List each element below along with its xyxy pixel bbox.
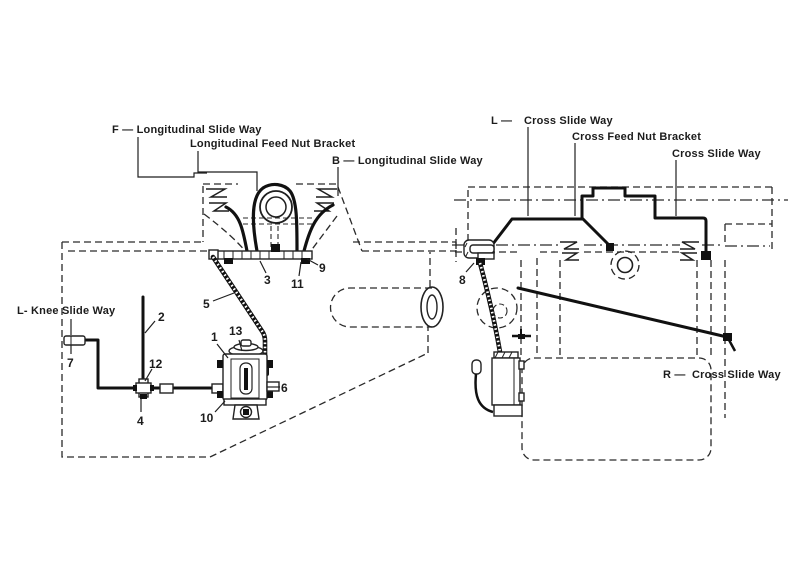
pump-foot-side [493,404,523,417]
oil-pump-side [471,351,525,417]
oil-pump-front [217,339,280,420]
oil-manifold [208,244,313,264]
label-r-cross-slide-way: Cross Slide Way [692,369,781,381]
pump-body-side [491,357,521,406]
manifold-inlet-fitting [271,244,280,252]
callout-7: 7 [67,356,74,370]
leadscrew-end-inner [426,294,438,320]
machine-outline-left [61,241,457,458]
right-diagram-cross: L — Cross Slide Way Cross Feed Nut Brack… [452,115,788,461]
manifold-clamp-right [301,258,310,264]
label-knee-slide-way: L- Knee Slide Way [17,305,116,317]
callout-4: 4 [137,414,144,428]
manifold-clamp-left [224,258,233,264]
label-r-prefix: R — [663,369,686,381]
knee-way-fitting-7 [63,335,86,346]
callout-5: 5 [203,297,210,311]
callout-10: 10 [200,411,214,425]
callout-9: 9 [319,261,326,275]
leader-lines-left [70,137,339,413]
machine-outline-right [452,186,788,461]
label-b-longitudinal-slide-way: B — Longitudinal Slide Way [332,155,484,167]
pump-knob [240,339,252,347]
knee-outline [521,357,712,461]
callout-12: 12 [149,357,163,371]
label-cross-slide-way-top: Cross Slide Way [672,148,761,160]
cross-feed-screw-outer [610,250,640,280]
callout-13: 13 [229,324,243,338]
callout-1: 1 [211,330,218,344]
label-cross-feed-nut-bracket: Cross Feed Nut Bracket [572,131,701,143]
drain-fitting-4 [140,394,147,399]
cross-way-line-r [516,286,729,339]
leadscrew-end-outer [420,286,444,328]
feed-nut-branch-pipe [580,216,613,249]
cross-piping [487,186,737,352]
way-symbol-right-2 [314,202,334,212]
left-diagram-longitudinal: F — Longitudinal Slide Way Longitudinal … [17,124,484,458]
callout-6: 6 [281,381,288,395]
label-l-cross-slide-way: Cross Slide Way [524,115,613,127]
leadscrew-capsule [329,287,432,328]
callout-3: 3 [264,273,271,287]
pipe-end-fitting [701,251,711,260]
cross-feed-screw-inner [616,256,634,274]
way-symbol-right [315,188,337,198]
label-longitudinal-feed-nut-bracket: Longitudinal Feed Nut Bracket [190,138,355,150]
callout-2: 2 [158,310,165,324]
leadscrew-bore-inner [265,196,287,218]
leader-lines-right [465,127,677,273]
distribution-tubes [224,182,335,253]
pump-base-10 [223,398,267,406]
pump-handle-grip [471,359,482,375]
inline-fitting [159,383,174,394]
leadscrew-bore-outer [259,190,293,224]
way-symbol-left-2 [209,202,229,212]
pump-plunger [244,368,248,390]
callout-11: 11 [291,277,304,291]
elevating-screw-outer [476,287,518,329]
way-symbol-left [206,188,228,198]
label-f-longitudinal-slide-way: F — Longitudinal Slide Way [112,124,262,136]
elevating-screw-inner [492,303,508,319]
pump-handle [474,373,494,414]
callout-8: 8 [459,273,466,287]
label-l-prefix: L — [491,115,512,127]
